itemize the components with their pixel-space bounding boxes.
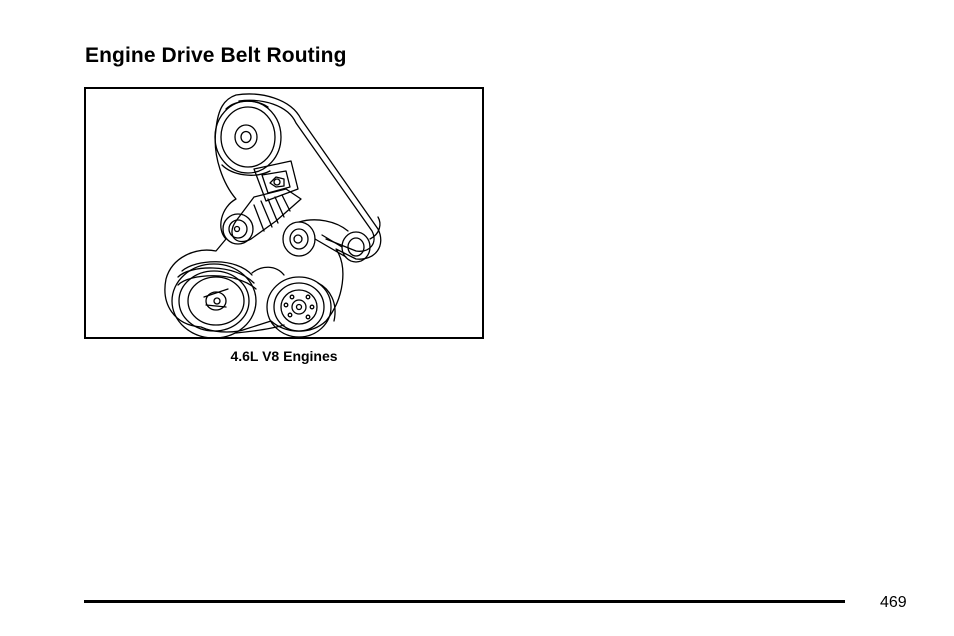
figure-caption: 4.6L V8 Engines xyxy=(84,348,484,364)
footer-divider xyxy=(84,600,845,603)
belt-routing-figure xyxy=(84,87,484,339)
page-number: 469 xyxy=(880,594,907,612)
belt-routing-diagram-icon xyxy=(86,89,482,337)
page-title: Engine Drive Belt Routing xyxy=(85,44,347,68)
